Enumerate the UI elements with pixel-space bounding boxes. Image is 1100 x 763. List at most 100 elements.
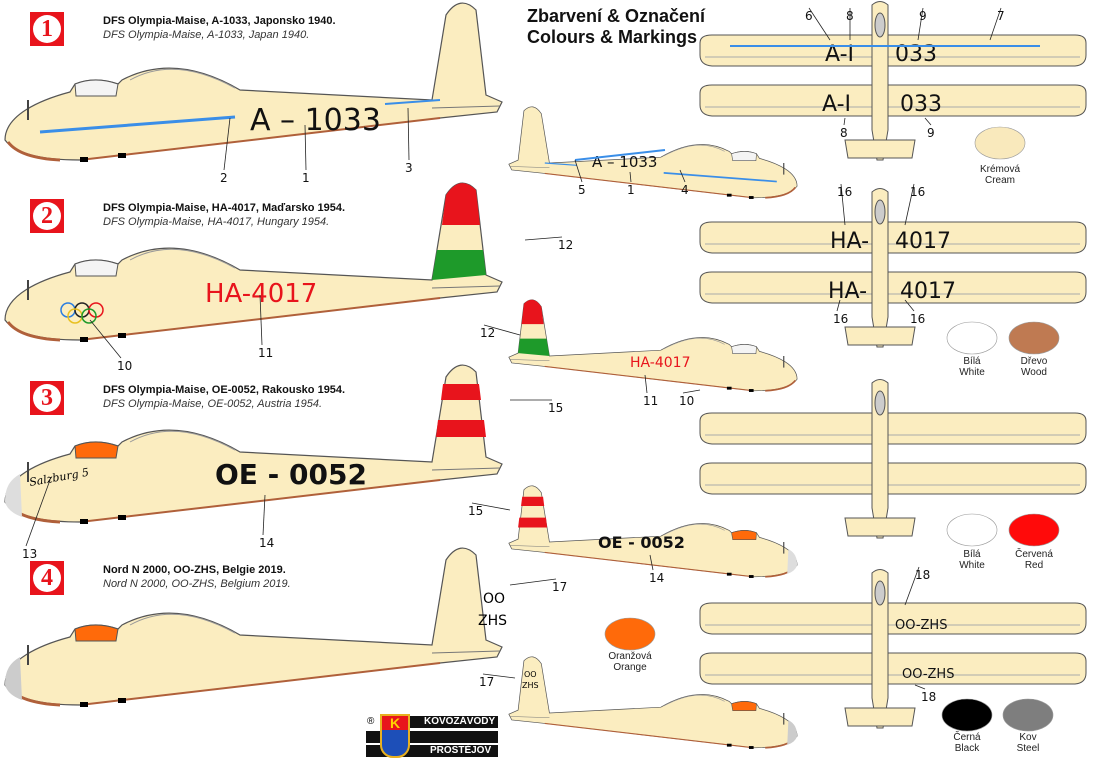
wheel	[726, 572, 732, 576]
callout-leader	[679, 169, 686, 183]
callout-leader	[483, 324, 521, 336]
canopy	[731, 151, 757, 161]
wing-root	[663, 523, 725, 536]
blue-stripe	[39, 115, 236, 134]
flag-stripe-red	[441, 384, 481, 400]
fuselage-plan	[871, 188, 889, 348]
page-title: Zbarvení & Označení Colours & Markings	[527, 6, 705, 48]
flag-stripe-red	[518, 517, 548, 528]
fuselage-plan	[871, 1, 889, 161]
glider-side-4	[4, 547, 503, 707]
keel-line	[544, 722, 754, 749]
callout-leader	[840, 183, 846, 226]
wing-marking: OO-ZHS	[895, 618, 947, 633]
registration: OE - 0052	[215, 458, 367, 491]
blue-stripe	[663, 171, 777, 183]
callout-leader	[25, 479, 51, 547]
callout-leader	[304, 124, 307, 171]
canopy-plan	[874, 390, 886, 416]
swatch-wood	[1008, 321, 1060, 355]
wheel	[80, 702, 88, 707]
title-czech: Zbarvení & Označení	[527, 6, 706, 26]
callout-number: 8	[846, 9, 854, 23]
callout-number: 14	[259, 536, 274, 550]
scheme-badge-2: 2	[30, 199, 64, 233]
scheme-number: 3	[33, 384, 61, 412]
callout-leader	[471, 502, 511, 511]
swatch-black	[941, 698, 993, 732]
scheme-badge-4: 4	[30, 561, 64, 595]
keel-line	[79, 479, 441, 523]
wheel	[118, 333, 126, 338]
callout-number: 16	[837, 185, 852, 199]
callout-leader	[836, 299, 841, 312]
swatch-orange	[604, 617, 656, 651]
wing	[699, 84, 1087, 117]
canopy-plan	[874, 580, 886, 606]
callout-leader	[223, 117, 231, 171]
swatch-cream	[974, 126, 1026, 160]
title-en: DFS Olympia-Maise, HA-4017, Hungary 1954…	[103, 216, 330, 228]
skid	[765, 379, 797, 392]
callout-number: 18	[915, 568, 930, 582]
wing	[699, 652, 1087, 685]
blue-stripe	[544, 162, 577, 166]
callout-number: 3	[405, 161, 413, 175]
callout-leader	[914, 684, 926, 690]
nose-cone	[787, 548, 798, 574]
tailplane	[431, 285, 501, 289]
wheel	[80, 157, 88, 162]
swatch-name-en: Black	[954, 743, 980, 754]
fuselage	[4, 364, 503, 523]
callout-number: 12	[480, 326, 495, 340]
wheel	[748, 196, 754, 199]
callout-leader	[262, 494, 266, 536]
swatch-white	[946, 321, 998, 355]
tailplane	[509, 716, 550, 718]
wing	[699, 34, 1087, 67]
glider-small-1	[508, 106, 798, 199]
wheel	[726, 743, 732, 747]
swatch-name-en: White	[959, 560, 985, 571]
callout-number: 11	[258, 346, 273, 360]
fuselage	[4, 547, 503, 706]
logo-letter: K	[382, 716, 408, 730]
swatch-red	[1008, 513, 1060, 547]
callout-number: 13	[22, 547, 37, 561]
callout-leader	[89, 319, 122, 359]
scheme-number: 1	[33, 15, 61, 43]
canopy	[74, 79, 119, 97]
callout-leader	[644, 374, 648, 394]
callout-number: 11	[643, 394, 658, 408]
callout-number: 16	[910, 312, 925, 326]
logo-line-1: KOVOZÁVODY	[424, 716, 496, 727]
swatch-name-cz: Dřevo	[1020, 356, 1048, 367]
nose-cone	[5, 474, 22, 517]
canopy	[731, 344, 757, 354]
wheel	[748, 389, 754, 392]
wing-root	[129, 613, 236, 634]
skid	[6, 321, 61, 342]
glider-side-3	[4, 364, 503, 524]
wheel	[726, 193, 732, 197]
swatch-name-en: Wood	[1021, 367, 1047, 378]
swatch-name-cz: Krémová	[979, 164, 1020, 175]
wing-marking: HA-	[830, 229, 869, 254]
callout-leader	[509, 578, 557, 586]
glider-side-1	[4, 2, 503, 162]
glider-small-2	[508, 299, 798, 392]
callout-number: 18	[921, 690, 936, 704]
logo-bar-top	[382, 716, 498, 728]
fuselage	[508, 485, 798, 578]
tailplane	[431, 650, 501, 654]
title-cz: Nord N 2000, OO-ZHS, Belgie 2019.	[103, 564, 286, 576]
wing-marking: OO-ZHS	[902, 667, 954, 682]
flag-stripe-red	[436, 420, 486, 437]
fuselage-plan	[871, 379, 889, 539]
small-registration: A – 1033	[592, 153, 657, 171]
callout-number: 16	[833, 312, 848, 326]
callout-number: 12	[558, 238, 573, 252]
